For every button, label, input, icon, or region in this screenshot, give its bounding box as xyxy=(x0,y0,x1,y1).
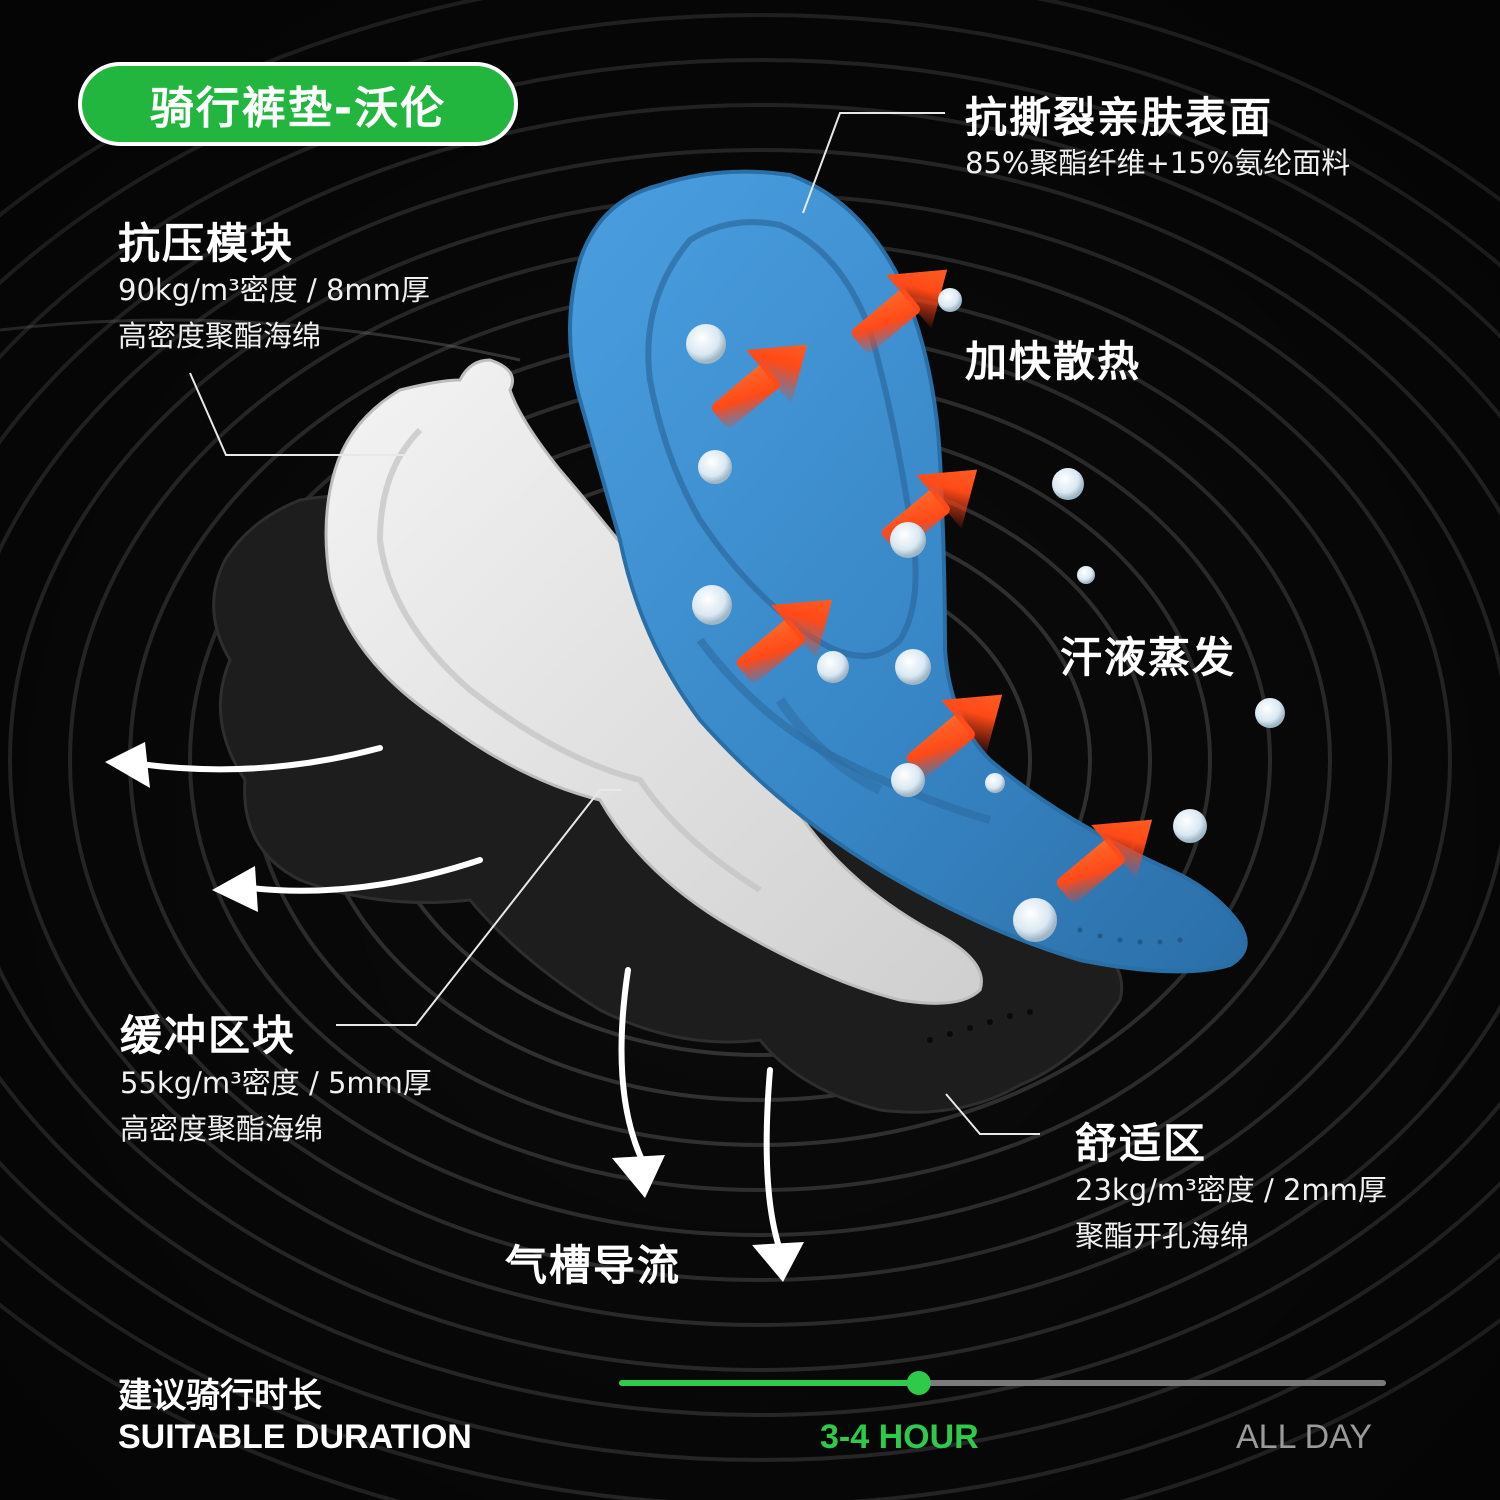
airflow-arrowheads xyxy=(105,742,804,1282)
top-layer-heading: 抗撕裂亲肤表面 xyxy=(965,93,1274,142)
duration-progress xyxy=(619,1371,1386,1395)
progress-knob xyxy=(906,1371,931,1395)
duration-max-level: ALL DAY xyxy=(1236,1418,1373,1456)
sweat-droplets xyxy=(686,288,1285,942)
duration-label-en: SUITABLE DURATION xyxy=(118,1418,472,1456)
comfort-heading: 舒适区 xyxy=(1075,1119,1208,1168)
comfort-desc-1: 23kg/m³密度 / 2mm厚 xyxy=(1075,1173,1387,1207)
top-layer-desc: 85%聚酯纤维+15%氨纶面料 xyxy=(965,146,1351,180)
product-title: 骑行裤垫-沃伦 xyxy=(149,83,447,134)
airflow-arrows xyxy=(137,745,783,1253)
buffer-desc-1: 55kg/m³密度 / 5mm厚 xyxy=(120,1066,432,1100)
buffer-heading: 缓冲区块 xyxy=(120,1011,297,1060)
leader-lines xyxy=(189,112,1040,1135)
pressure-desc-2: 高密度聚酯海绵 xyxy=(118,319,322,353)
duration-active-level: 3-4 HOUR xyxy=(820,1418,979,1456)
heat-arrows xyxy=(711,269,1153,903)
buffer-layer xyxy=(324,358,983,1005)
pressure-desc-1: 90kg/m³密度 / 8mm厚 xyxy=(118,273,430,307)
comfort-desc-2: 聚酯开孔海绵 xyxy=(1075,1219,1250,1253)
product-badge: 骑行裤垫-沃伦 xyxy=(78,62,518,146)
buffer-desc-2: 高密度聚酯海绵 xyxy=(120,1112,324,1146)
duration-label-cn: 建议骑行时长 xyxy=(118,1376,322,1416)
airflow-label: 气槽导流 xyxy=(505,1241,682,1290)
heat-label: 加快散热 xyxy=(965,337,1142,386)
pressure-heading: 抗压模块 xyxy=(118,219,295,268)
comfort-holes xyxy=(927,1009,1033,1043)
sweat-label: 汗液蒸发 xyxy=(1060,633,1237,682)
top-layer xyxy=(568,169,1248,974)
top-layer-holes xyxy=(1077,927,1183,945)
